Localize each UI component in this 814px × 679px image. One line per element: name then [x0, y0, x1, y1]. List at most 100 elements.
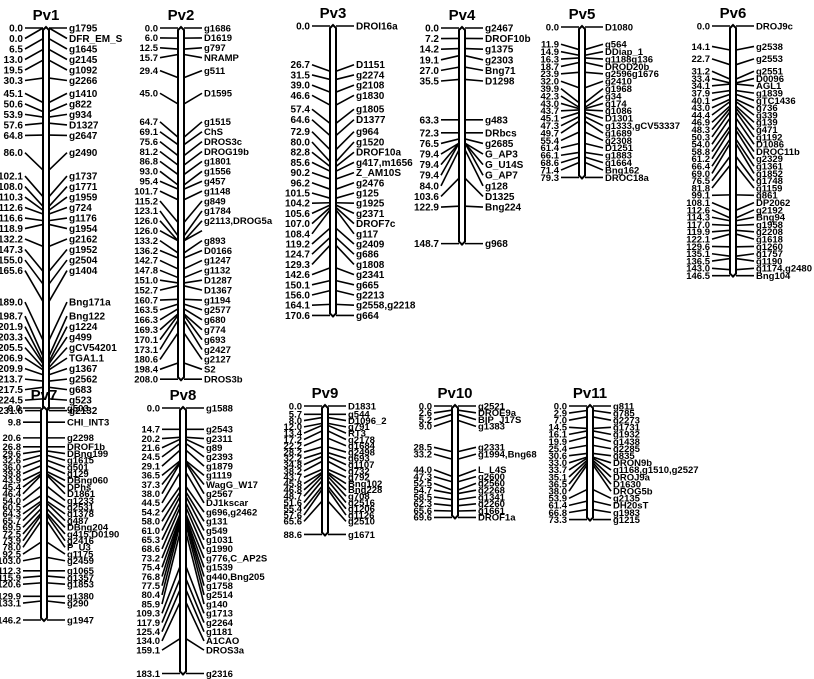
marker-name: DROE9a	[478, 408, 517, 419]
marker-name: g686	[356, 250, 379, 261]
marker-connector-left	[711, 155, 731, 182]
marker-connector-left	[159, 140, 179, 157]
marker-connector-right	[735, 155, 755, 182]
marker-name: gCV54201	[69, 343, 117, 354]
marker-connector-left	[24, 113, 44, 118]
marker-connector-left	[560, 151, 580, 157]
marker-connector-left	[560, 71, 580, 75]
marker-connector-left	[22, 512, 42, 535]
chromosome-bar	[42, 25, 50, 414]
marker-connector-right	[185, 524, 205, 596]
marker-position: 2.9	[554, 408, 567, 419]
marker-position: 163.5	[134, 305, 158, 316]
marker-position: 101.5	[285, 189, 310, 200]
marker-position: 58.5	[414, 492, 433, 503]
marker-position: 88.6	[284, 530, 303, 541]
marker-name: g1515	[204, 117, 232, 128]
marker-position: 69.5	[3, 523, 22, 534]
marker-name: g2553	[756, 54, 783, 65]
marker-position: 22.7	[692, 54, 711, 65]
marker-connector-right	[46, 508, 66, 528]
marker-connector-right	[48, 103, 68, 113]
marker-position: 12.5	[140, 43, 159, 54]
marker-connector-right	[48, 59, 68, 71]
marker-connector-left	[24, 249, 44, 272]
marker-connector-left	[711, 129, 731, 160]
marker-connector-left	[24, 357, 44, 371]
marker-connector-right	[48, 38, 68, 50]
marker-name: g934	[69, 110, 92, 121]
marker-position: 36.0	[3, 462, 22, 473]
marker-connector-right	[735, 83, 755, 87]
marker-name: g1159	[756, 183, 782, 194]
marker-position: 19.1	[420, 55, 440, 66]
marker-connector-left	[440, 177, 460, 197]
marker-name: g1686	[204, 23, 231, 34]
marker-connector-left	[303, 430, 323, 441]
marker-connector-left	[711, 138, 731, 167]
marker-name: Z_AM10S	[356, 168, 401, 179]
marker-connector-right	[48, 217, 68, 222]
marker-position: 180.6	[134, 355, 158, 366]
marker-connector-right	[48, 398, 68, 401]
marker-position: 5.7	[289, 410, 302, 421]
marker-name: g1618	[756, 234, 783, 245]
marker-connector-left	[161, 502, 181, 541]
marker-name: g1994,Bng68	[478, 449, 537, 460]
marker-connector-right	[457, 469, 477, 478]
marker-position: 14.2	[420, 45, 440, 56]
marker-connector-right	[735, 267, 755, 271]
marker-position: 164.1	[285, 301, 310, 312]
marker-name: g664	[356, 311, 379, 322]
marker-connector-left	[440, 142, 460, 166]
marker-name: DROF1b	[67, 442, 105, 453]
marker-connector-left	[161, 589, 181, 633]
marker-name: g457	[204, 177, 226, 188]
marker-connector-left	[303, 500, 323, 522]
marker-name: g2596g1676	[605, 69, 659, 80]
marker-position: 5.2	[419, 415, 432, 426]
marker-connector-right	[48, 152, 68, 171]
marker-connector-left	[303, 416, 323, 422]
marker-position: 76.8	[142, 572, 161, 583]
marker-position: 14.7	[142, 425, 161, 436]
marker-name: g487	[67, 516, 89, 527]
marker-position: 13.0	[4, 55, 24, 66]
marker-connector-left	[161, 524, 181, 596]
marker-connector-left	[440, 142, 460, 176]
marker-connector-right	[584, 156, 604, 164]
marker-position: 65.6	[284, 517, 303, 528]
marker-connector-right	[46, 556, 66, 562]
marker-connector-left	[161, 462, 181, 495]
marker-connector-right	[183, 303, 203, 311]
marker-name: g2567	[206, 489, 233, 500]
marker-position: 2.6	[419, 408, 432, 419]
marker-connector-right	[735, 209, 755, 219]
marker-name: g1148	[204, 186, 230, 197]
marker-position: 23.9	[541, 69, 560, 80]
marker-position: 64.6	[291, 115, 311, 126]
marker-name: g2543	[206, 425, 233, 436]
marker-position: 85.6	[291, 158, 311, 169]
marker-position: 46.8	[284, 485, 303, 496]
marker-position: 39.9	[541, 84, 560, 95]
marker-connector-right	[183, 160, 203, 176]
marker-connector-right	[335, 289, 355, 296]
marker-connector-left	[159, 170, 179, 186]
chromosome-title: Pv11	[573, 385, 607, 402]
marker-position: 0.0	[419, 401, 432, 412]
marker-name: P_U3	[67, 543, 91, 554]
marker-connector-left	[303, 422, 323, 428]
marker-position: 75.4	[142, 563, 161, 574]
marker-connector-left	[159, 200, 179, 224]
marker-name: g1852	[756, 169, 783, 180]
marker-name: g523	[69, 396, 92, 407]
marker-connector-right	[48, 357, 68, 371]
marker-name: g2558,g2218	[356, 301, 416, 312]
marker-connector-right	[584, 120, 604, 134]
marker-connector-left	[303, 451, 323, 460]
marker-connector-left	[303, 468, 323, 478]
marker-connector-left	[560, 57, 580, 60]
marker-connector-right	[48, 223, 68, 230]
marker-connector-right	[183, 239, 203, 254]
